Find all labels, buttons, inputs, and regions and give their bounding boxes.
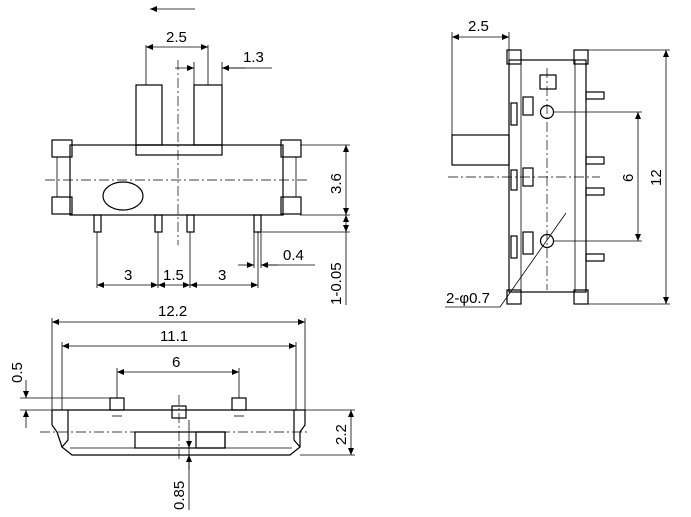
terminal-pin bbox=[253, 214, 262, 233]
frame-tab bbox=[280, 196, 302, 215]
frame-tab bbox=[280, 139, 302, 158]
logo-icon bbox=[102, 181, 144, 211]
dim-pin-span: 6 bbox=[172, 354, 180, 371]
terminal-pin bbox=[585, 91, 605, 100]
terminal-pin bbox=[585, 253, 605, 262]
actuator-side bbox=[451, 134, 510, 166]
dim-actuator-depth: 2.5 bbox=[468, 18, 489, 35]
dim-slot-depth: 0.85 bbox=[171, 481, 188, 510]
actuator-base bbox=[135, 144, 223, 156]
terminal-pin bbox=[231, 397, 247, 411]
bottom-view: 12.2 11.1 6 0.5 2.2 0.85 bbox=[9, 303, 355, 510]
frame-tab bbox=[51, 196, 73, 215]
switch-body-side bbox=[508, 59, 587, 293]
dim-hole-spacing: 6 bbox=[620, 174, 637, 182]
dim-hole-diameter: 2-φ0.7 bbox=[446, 290, 490, 307]
frame-tab bbox=[51, 139, 73, 158]
actuator-left-leg bbox=[135, 84, 163, 146]
actuator-hatched bbox=[195, 431, 226, 449]
side-view: 2.5 6 12 2-φ0.7 bbox=[445, 18, 670, 308]
dim-body-width: 11.1 bbox=[160, 328, 188, 345]
terminal-pin bbox=[186, 214, 195, 233]
terminal-pin bbox=[93, 214, 102, 233]
terminal-pin bbox=[154, 214, 163, 233]
dim-actuator-width: 2.5 bbox=[166, 29, 187, 46]
front-view: 2.5 1.3 3.6 1-0.05 3 1.5 3 bbox=[45, 6, 350, 305]
dim-actuator-slot: 1.3 bbox=[243, 49, 264, 66]
dim-pin-pitch-center: 1.5 bbox=[163, 267, 184, 284]
dim-body-height: 3.6 bbox=[328, 173, 345, 194]
terminal-pin bbox=[585, 187, 605, 196]
dim-height: 2.2 bbox=[333, 424, 350, 445]
dim-pin-length: 1-0.05 bbox=[328, 262, 345, 305]
terminal-pin bbox=[109, 397, 125, 411]
dim-pin-pitch-left: 3 bbox=[124, 267, 132, 284]
terminal-pin bbox=[585, 156, 605, 165]
actuator-right-leg bbox=[193, 84, 223, 146]
dim-pin-width: 0.4 bbox=[283, 247, 304, 264]
actuator-bottom bbox=[134, 431, 226, 449]
dim-overall-length: 12 bbox=[648, 169, 665, 186]
dim-overall-width: 12.2 bbox=[158, 303, 187, 320]
dim-pin-pitch-right: 3 bbox=[218, 267, 226, 284]
dim-pin-offset: 0.5 bbox=[9, 362, 26, 383]
